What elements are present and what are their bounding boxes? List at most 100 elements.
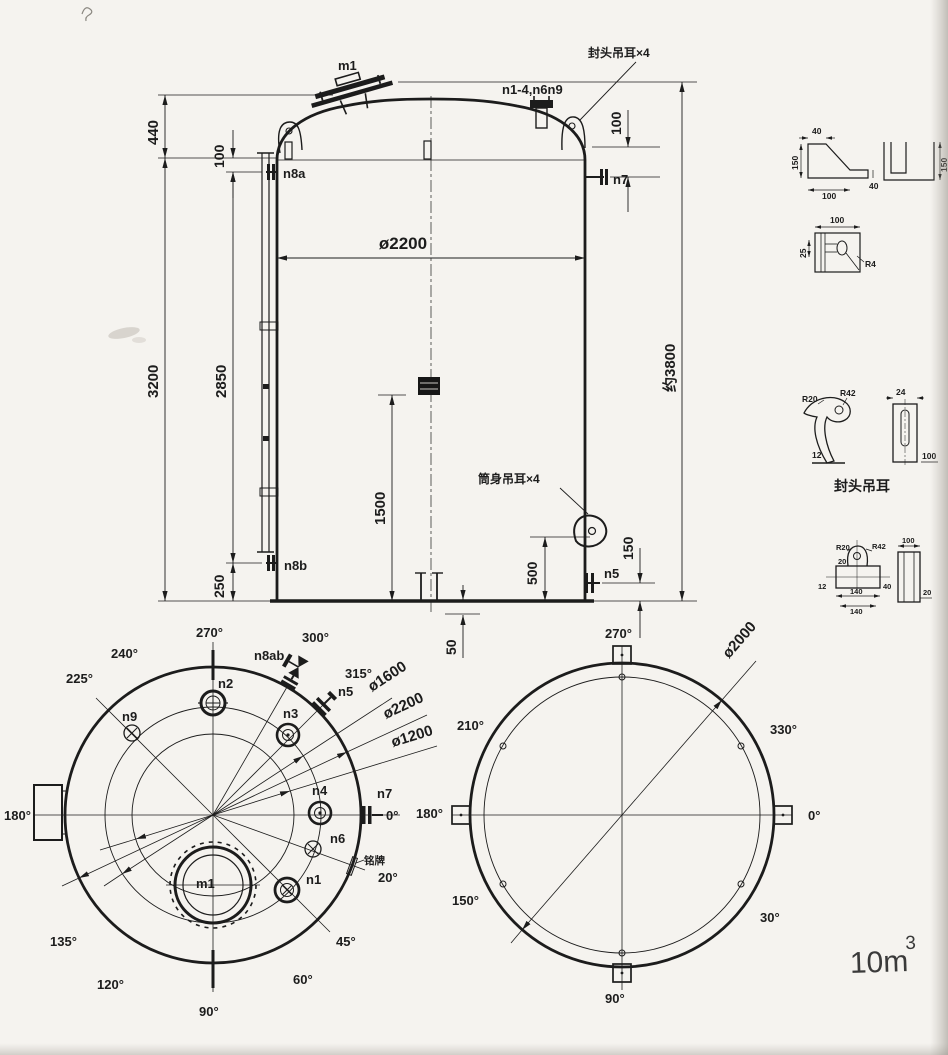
plan-n7-label: n7 bbox=[377, 786, 392, 801]
dim-1500: 1500 bbox=[372, 492, 389, 525]
top-flanged-nozzle bbox=[530, 96, 553, 129]
plan-flange-180 bbox=[33, 784, 67, 841]
head-coupling-center bbox=[423, 140, 432, 160]
plan-angle-300: 300° bbox=[302, 630, 329, 645]
plan-n3-label: n3 bbox=[283, 706, 298, 721]
nameplate-front bbox=[418, 377, 440, 395]
top-nozzles-label: n1-4,n6n9 bbox=[502, 82, 563, 97]
capacity-value: 10m bbox=[849, 945, 908, 980]
head-lug-r42: R42 bbox=[840, 388, 856, 398]
base-hole-270 bbox=[618, 673, 626, 681]
capacity-note: 10m 3 bbox=[849, 933, 916, 980]
head-lug-leader bbox=[579, 61, 637, 121]
n8a-label: n8a bbox=[283, 166, 306, 181]
plan-nozzle-n9 bbox=[123, 724, 141, 742]
plan-valve-n8ab bbox=[280, 653, 309, 691]
head-lug-callout: 封头吊耳×4 bbox=[588, 45, 650, 60]
dim-500: 500 bbox=[524, 561, 540, 585]
plan-view-right: ø2000 270° 210° 330° 0° 180° 150° 30° 90… bbox=[416, 618, 820, 1006]
dim-3200: 3200 bbox=[145, 365, 162, 398]
nozzle-n8a bbox=[266, 164, 277, 180]
plan-angle-60: 60° bbox=[293, 972, 313, 987]
base-angle-330: 330° bbox=[770, 722, 797, 737]
shell-lug-dim-100: 100 bbox=[902, 536, 915, 545]
plan-nozzle-n2 bbox=[198, 689, 228, 717]
head-lug-dim-24: 24 bbox=[896, 387, 906, 397]
detail-shell-lug: R20 R42 20 12 140 140 40 100 20 bbox=[818, 536, 932, 616]
plan-nameplate-label: 铭牌 bbox=[364, 854, 385, 867]
base-angle-180: 180° bbox=[416, 806, 443, 821]
plan-angle-270: 270° bbox=[196, 625, 223, 640]
dim-2850: 2850 bbox=[213, 365, 230, 398]
plan-nozzle-n7 bbox=[362, 806, 383, 824]
plan-nozzle-n5 bbox=[311, 690, 338, 717]
base-hole-330 bbox=[737, 742, 745, 750]
n7-front-label: n7 bbox=[613, 172, 628, 187]
bracket-dim-40-right: 40 bbox=[869, 181, 879, 191]
shell-lug-leader bbox=[559, 487, 589, 515]
dim-100-left: 100 bbox=[211, 144, 227, 168]
nozzle-n7-front bbox=[585, 169, 608, 185]
plan-n4-label: n4 bbox=[312, 783, 328, 798]
front-elevation-view: m1 n1-4,n6n9 封头吊耳×4 n8a n8b bbox=[257, 45, 650, 612]
plan-nozzle-n6 bbox=[304, 840, 322, 858]
plan-angle-20: 20° bbox=[378, 870, 398, 885]
shell-lug-dim-40: 40 bbox=[883, 582, 891, 591]
shell-lug-dim-140b: 140 bbox=[850, 607, 863, 616]
plan-n1-label: n1 bbox=[306, 872, 321, 887]
bracket-r4-label: R4 bbox=[865, 259, 876, 269]
plan-angle-180: 180° bbox=[4, 808, 31, 823]
plan-angle-225: 225° bbox=[66, 671, 93, 686]
shell-lug-dim-20: 20 bbox=[838, 557, 846, 566]
plan-angle-45: 45° bbox=[336, 934, 356, 949]
bracket-dim-25: 25 bbox=[798, 248, 808, 258]
nozzle-n8b bbox=[266, 555, 277, 571]
bracket-dim-40-top: 40 bbox=[812, 126, 822, 136]
plan-manway-m1 bbox=[166, 841, 260, 929]
plan-dia-1200-label: ø1200 bbox=[389, 722, 435, 751]
detail-bracket: 40 150 100 40 150 100 25 R4 bbox=[790, 126, 948, 273]
manway-m1 bbox=[311, 71, 394, 115]
capacity-exponent: 3 bbox=[905, 933, 916, 954]
detail-head-lug: 12 R20 R42 24 100 封头吊耳 bbox=[802, 387, 938, 494]
plan-n2-label: n2 bbox=[218, 676, 233, 691]
plan-shell-circle bbox=[63, 665, 363, 965]
head-lug-dim-12: 12 bbox=[812, 450, 822, 460]
dim-250: 250 bbox=[211, 574, 227, 598]
base-angle-0: 0° bbox=[808, 808, 820, 823]
base-angle-30: 30° bbox=[760, 910, 780, 925]
dim-total-height: 约3800 bbox=[661, 344, 679, 392]
base-lug-180 bbox=[451, 805, 471, 825]
base-hole-150 bbox=[499, 880, 507, 888]
shell-lug-dim-140a: 140 bbox=[850, 587, 863, 596]
plan-n5-label: n5 bbox=[338, 684, 353, 699]
base-ring-inner bbox=[483, 676, 761, 954]
bracket-top-dim-100: 100 bbox=[830, 215, 844, 225]
dim-dia-2200: ø2200 bbox=[379, 234, 427, 253]
plan-angle-90: 90° bbox=[199, 1004, 219, 1019]
plan-view-left: ø1600 ø2200 ø1200 bbox=[4, 625, 438, 1019]
shell-lug-dim-12: 12 bbox=[818, 582, 826, 591]
base-angle-90: 90° bbox=[605, 991, 625, 1006]
m1-label: m1 bbox=[338, 58, 357, 73]
dim-150: 150 bbox=[620, 536, 636, 560]
shell-lug bbox=[573, 514, 608, 548]
plan-angle-120: 120° bbox=[97, 977, 124, 992]
bottom-drain bbox=[415, 572, 443, 601]
plan-dia-2200-label: ø2200 bbox=[381, 689, 427, 722]
shell-lug-r42: R42 bbox=[872, 542, 886, 551]
head-lug-right bbox=[561, 116, 586, 151]
dim-440: 440 bbox=[145, 120, 162, 145]
head-lug-left bbox=[277, 121, 303, 154]
shell-lug-dim-20b: 20 bbox=[923, 588, 931, 597]
base-angle-270: 270° bbox=[605, 626, 632, 641]
plan-circle-1200 bbox=[131, 733, 295, 897]
plan-n6-label: n6 bbox=[330, 831, 345, 846]
head-lug-r20: R20 bbox=[802, 394, 818, 404]
base-lug-0 bbox=[773, 805, 793, 825]
base-ring-dia-label: ø2000 bbox=[719, 618, 760, 661]
head-coupling-left bbox=[284, 141, 293, 160]
n5-front-label: n5 bbox=[604, 566, 619, 581]
